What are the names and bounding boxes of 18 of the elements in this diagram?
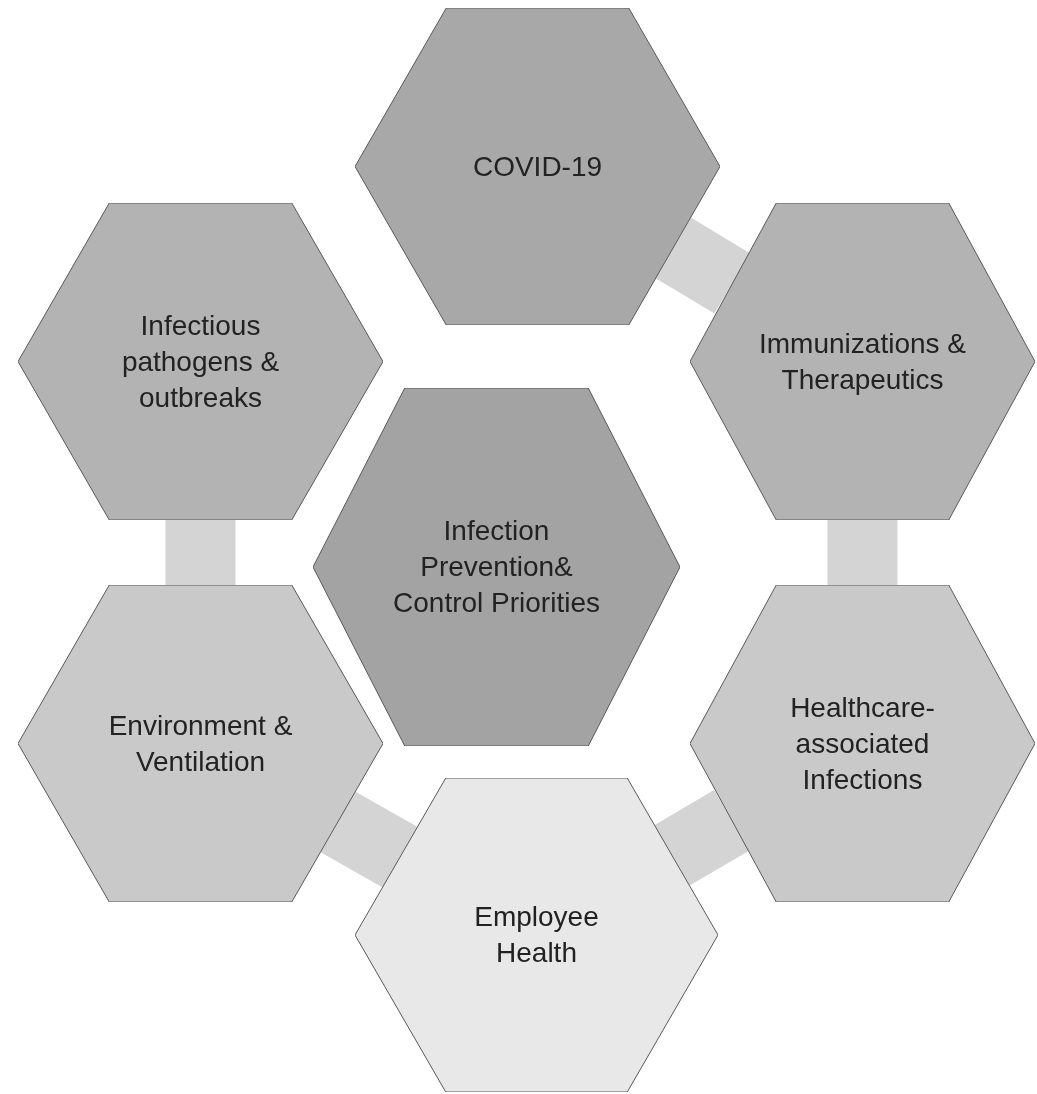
hexagon — [690, 585, 1035, 902]
hexagon — [313, 388, 680, 746]
hexagon — [690, 203, 1035, 520]
hexagon-label: Environment & Ventilation — [107, 708, 294, 779]
hexagon-label: Infectious pathogens & outbreaks — [120, 308, 281, 415]
hexagon — [18, 203, 383, 520]
hexagon-label: Employee Health — [473, 900, 600, 970]
hexagon — [18, 585, 383, 902]
hexagon-label: COVID-19 — [472, 149, 603, 184]
hexagon-label: Infection Prevention& Control Priorities — [392, 514, 601, 620]
connector-band — [655, 217, 751, 314]
hexagon-label: Immunizations & Therapeutics — [758, 326, 967, 397]
connector-band — [827, 520, 898, 585]
hexagon — [355, 8, 720, 325]
connector-band — [165, 520, 236, 585]
hexagon — [355, 778, 718, 1092]
connector-band — [654, 790, 750, 886]
hexagon-label: Healthcare-associated Infections — [789, 690, 936, 797]
